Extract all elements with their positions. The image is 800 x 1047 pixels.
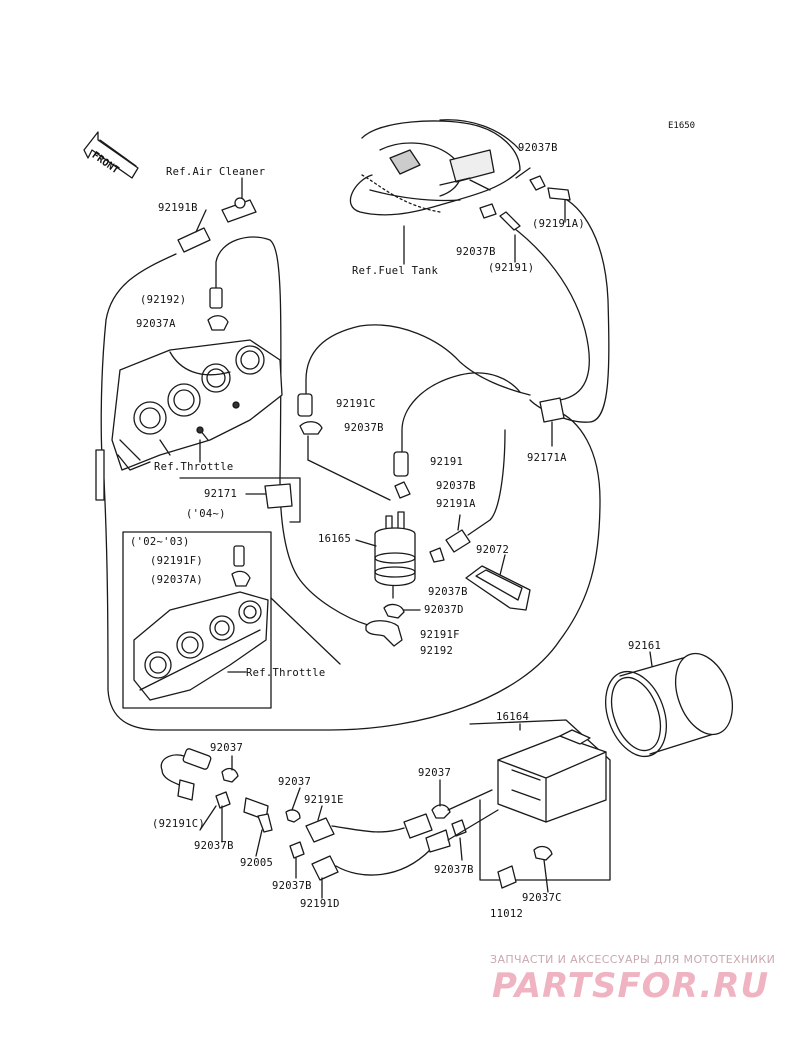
label-92037b-mid: 92037B <box>436 480 476 492</box>
hose-to-joint <box>467 429 506 536</box>
bracket-92072 <box>465 565 531 611</box>
label-92037-left: 92037 <box>210 742 244 754</box>
part-92191e <box>305 817 335 843</box>
label-92005: 92005 <box>240 857 274 869</box>
hose-92191-mid <box>401 372 521 453</box>
label-92037b-tank: 92037B <box>456 246 496 258</box>
label-92037b-top: 92037B <box>518 142 558 154</box>
part-92191c-upper <box>297 393 313 417</box>
leader-92037b-top <box>515 167 531 179</box>
label-ref-throttle-2: Ref.Throttle <box>246 667 326 679</box>
part-92191f-paren <box>233 545 245 567</box>
part-92191a-mid <box>445 529 471 553</box>
clamp-92037a <box>207 315 229 331</box>
label-92037a-paren: (92037A) <box>150 574 203 586</box>
label-92037b-left: 92037B <box>194 840 234 852</box>
label-ref-fuel-tank: Ref.Fuel Tank <box>352 265 439 277</box>
label-92037b-upper: 92037B <box>344 422 384 434</box>
label-92192-paren: (92192) <box>140 294 187 306</box>
part-92192-paren <box>209 287 223 309</box>
leader-16165 <box>355 539 377 547</box>
label-92072: 92072 <box>476 544 510 556</box>
leader-92072 <box>499 554 506 576</box>
label-92192: 92192 <box>420 645 454 657</box>
hose-joint-left <box>95 449 105 501</box>
part-92191d <box>311 855 339 881</box>
label-92191-mid: 92191 <box>430 456 464 468</box>
clamp-92037b-left <box>215 791 231 809</box>
label-04: ('04~) <box>186 508 226 520</box>
clamp-92037a-paren <box>231 570 251 587</box>
canister-box <box>469 719 611 881</box>
clamp-92037c <box>533 845 553 861</box>
label-92191-paren: (92191) <box>488 262 535 274</box>
hose-92191e <box>331 825 405 833</box>
hose-92192-loop <box>215 236 369 626</box>
label-16165: 16165 <box>318 533 352 545</box>
label-11012: 11012 <box>490 908 524 920</box>
label-92191b: 92191B <box>158 202 198 214</box>
watermark-logo: PARTSFOR.RU <box>492 966 770 1006</box>
label-92191d: 92191D <box>300 898 340 910</box>
hose-tank-left <box>509 224 590 401</box>
clamp-92037b-side <box>429 547 445 563</box>
label-92171: 92171 <box>204 488 238 500</box>
label-92037-center: 92037 <box>278 776 312 788</box>
leader-92161 <box>649 651 653 667</box>
label-16164: 16164 <box>496 711 530 723</box>
throttle-body-upper <box>111 339 283 471</box>
clamp-92037b-center <box>289 841 305 859</box>
clamp-92037-right <box>431 804 451 819</box>
label-92191a-paren: (92191A) <box>532 218 585 230</box>
label-92171a: 92171A <box>527 452 567 464</box>
air-cleaner-fitting <box>177 177 257 253</box>
leader-inset <box>270 597 341 665</box>
label-92191f: 92191F <box>420 629 460 641</box>
watermark-tagline: ЗАПЧАСТИ И АКСЕССУАРЫ ДЛЯ МОТОТЕХНИКИ <box>490 953 776 966</box>
cap-11012 <box>497 865 517 889</box>
throttle-body-lower <box>133 591 269 701</box>
vent-line <box>307 459 391 501</box>
part-92191c-lower-a <box>182 748 212 770</box>
clamp-92037b-tank <box>479 175 571 231</box>
label-ref-throttle-1: Ref.Throttle <box>154 461 234 473</box>
label-92037-right: 92037 <box>418 767 452 779</box>
label-92161: 92161 <box>628 640 662 652</box>
clamp-92037d <box>383 603 405 619</box>
clamp-92037b-upper <box>299 421 323 435</box>
clamp-92037-center <box>285 809 301 823</box>
label-92191a-mid: 92191A <box>436 498 476 510</box>
front-arrow-icon <box>83 131 139 179</box>
bracket-04 <box>179 477 301 523</box>
label-02-03: ('02~'03) <box>130 536 190 548</box>
clamp-92037-left <box>221 767 239 783</box>
label-92037a: 92037A <box>136 318 176 330</box>
label-92037b-center: 92037B <box>272 880 312 892</box>
inset-box-02-03 <box>122 531 272 709</box>
label-92037b-filter: 92037B <box>428 586 468 598</box>
canister-cover-92161 <box>605 652 733 758</box>
label-ref-air-cleaner: Ref.Air Cleaner <box>166 166 266 178</box>
label-92191c-upper: 92191C <box>336 398 376 410</box>
diagram-code: E1650 <box>668 121 696 131</box>
hose-92191c-upper <box>305 324 531 411</box>
hose-92191d <box>335 849 431 876</box>
fuel-tank-drawing <box>349 119 521 216</box>
canister-16164 <box>497 729 607 823</box>
label-92037c: 92037C <box>522 892 562 904</box>
elbow-92191f <box>365 620 403 647</box>
part-92191c-lower <box>177 779 195 801</box>
label-92037b-right: 92037B <box>434 864 474 876</box>
joint-92171 <box>264 483 293 509</box>
part-92191-mid <box>393 451 409 477</box>
label-92037d: 92037D <box>424 604 464 616</box>
label-92191c-lower: (92191C) <box>152 818 205 830</box>
clamp-92037b-filter-top <box>394 481 411 499</box>
joint-92171a <box>539 397 565 423</box>
main-left-hose <box>100 253 601 731</box>
label-92191e: 92191E <box>304 794 344 806</box>
label-92191f-paren: (92191F) <box>150 555 203 567</box>
fuel-filter-16165 <box>374 511 416 599</box>
